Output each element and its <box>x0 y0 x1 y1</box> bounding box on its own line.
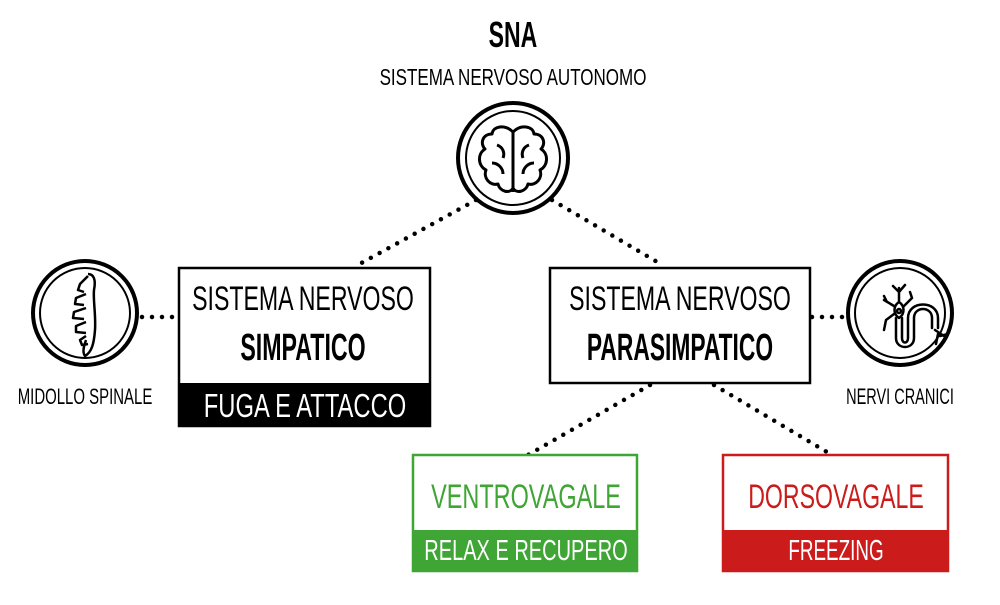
neuron-icon <box>846 259 954 367</box>
connector-parasimpatico-ventral <box>525 382 653 458</box>
brain-icon <box>456 101 570 215</box>
ventral-vagal-box: VENTROVAGALE RELAX E RECUPERO <box>411 453 639 573</box>
dorsal-vagal-box: DORSOVAGALE FREEZING <box>721 453 950 573</box>
ventral-title: VENTROVAGALE <box>431 479 621 516</box>
parasympathetic-line2: PARASIMPATICO <box>587 326 773 368</box>
parasympathetic-box: SISTEMA NERVOSO PARASIMPATICO <box>548 266 812 385</box>
diagram-subtitle: SISTEMA NERVOSO AUTONOMO <box>380 66 647 91</box>
connectors <box>139 197 851 458</box>
dorsal-band-label: FREEZING <box>788 535 883 567</box>
sympathetic-line2: SIMPATICO <box>240 326 365 368</box>
spine-label: MIDOLLO SPINALE <box>18 384 153 409</box>
sympathetic-line1: SISTEMA NERVOSO <box>192 281 414 318</box>
cranial-label: NERVI CRANICI <box>846 384 954 409</box>
sympathetic-band <box>179 383 430 426</box>
dorsal-title: DORSOVAGALE <box>748 479 924 516</box>
sympathetic-band-label: FUGA E ATTACCO <box>204 388 406 425</box>
ventral-band <box>413 530 637 571</box>
diagram-title: SNA <box>489 16 538 55</box>
ventral-band-label: RELAX E RECUPERO <box>424 534 627 567</box>
sympathetic-box: SISTEMA NERVOSO SIMPATICO FUGA E ATTACCO <box>177 266 432 428</box>
spine-icon <box>31 259 139 367</box>
connector-parasimpatico-dorsal <box>711 382 835 458</box>
parasympathetic-line1: SISTEMA NERVOSO <box>569 281 791 318</box>
connector-sna-simpatico <box>353 197 479 269</box>
dorsal-band <box>723 530 948 571</box>
connector-sna-parasimpatico <box>549 197 667 269</box>
